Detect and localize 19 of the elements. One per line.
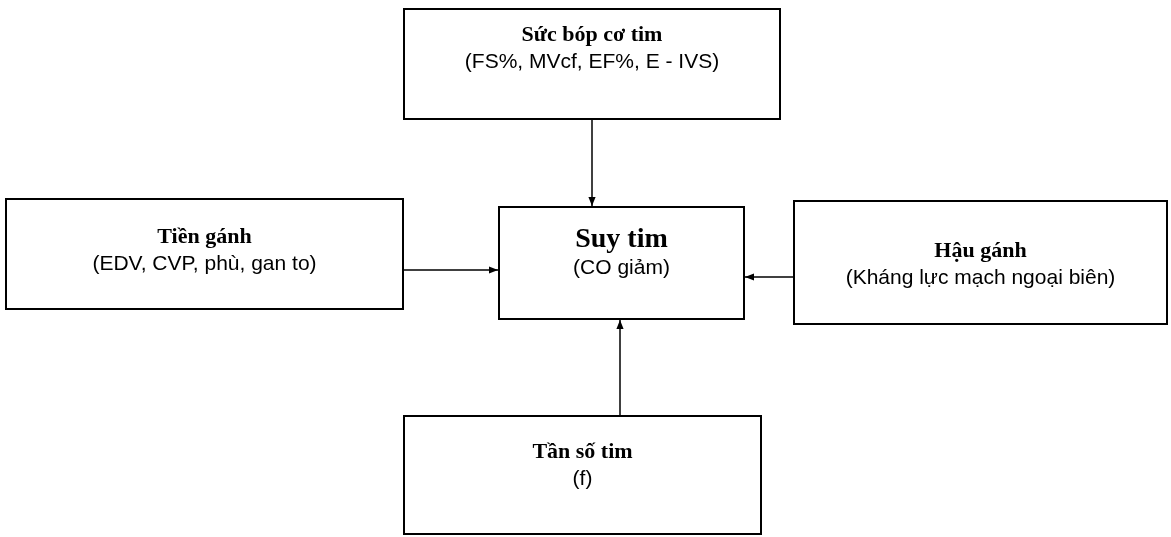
box-heading: Sức bóp cơ tim bbox=[521, 20, 663, 48]
arrow bbox=[744, 273, 794, 281]
arrow bbox=[588, 119, 596, 207]
factor-box bbox=[5, 198, 404, 310]
factor-box bbox=[403, 415, 762, 535]
box-detail: (FS%, MVcf, EF%, E - IVS) bbox=[464, 48, 720, 73]
factor-box bbox=[498, 206, 745, 320]
arrow bbox=[403, 266, 499, 274]
box-heading: Tần số tim bbox=[532, 437, 633, 465]
box-detail: (Kháng lực mạch ngoại biên) bbox=[845, 264, 1116, 289]
box-heading: Suy tim bbox=[575, 222, 668, 254]
factor-box bbox=[403, 8, 781, 120]
box-detail: (EDV, CVP, phù, gan to) bbox=[92, 250, 317, 275]
arrow bbox=[616, 319, 624, 416]
box-detail: (f) bbox=[572, 465, 593, 490]
box-heading: Hậu gánh bbox=[934, 236, 1027, 264]
box-detail: (CO giảm) bbox=[573, 254, 670, 280]
factor-box bbox=[793, 200, 1168, 325]
box-heading: Tiền gánh bbox=[157, 222, 252, 250]
